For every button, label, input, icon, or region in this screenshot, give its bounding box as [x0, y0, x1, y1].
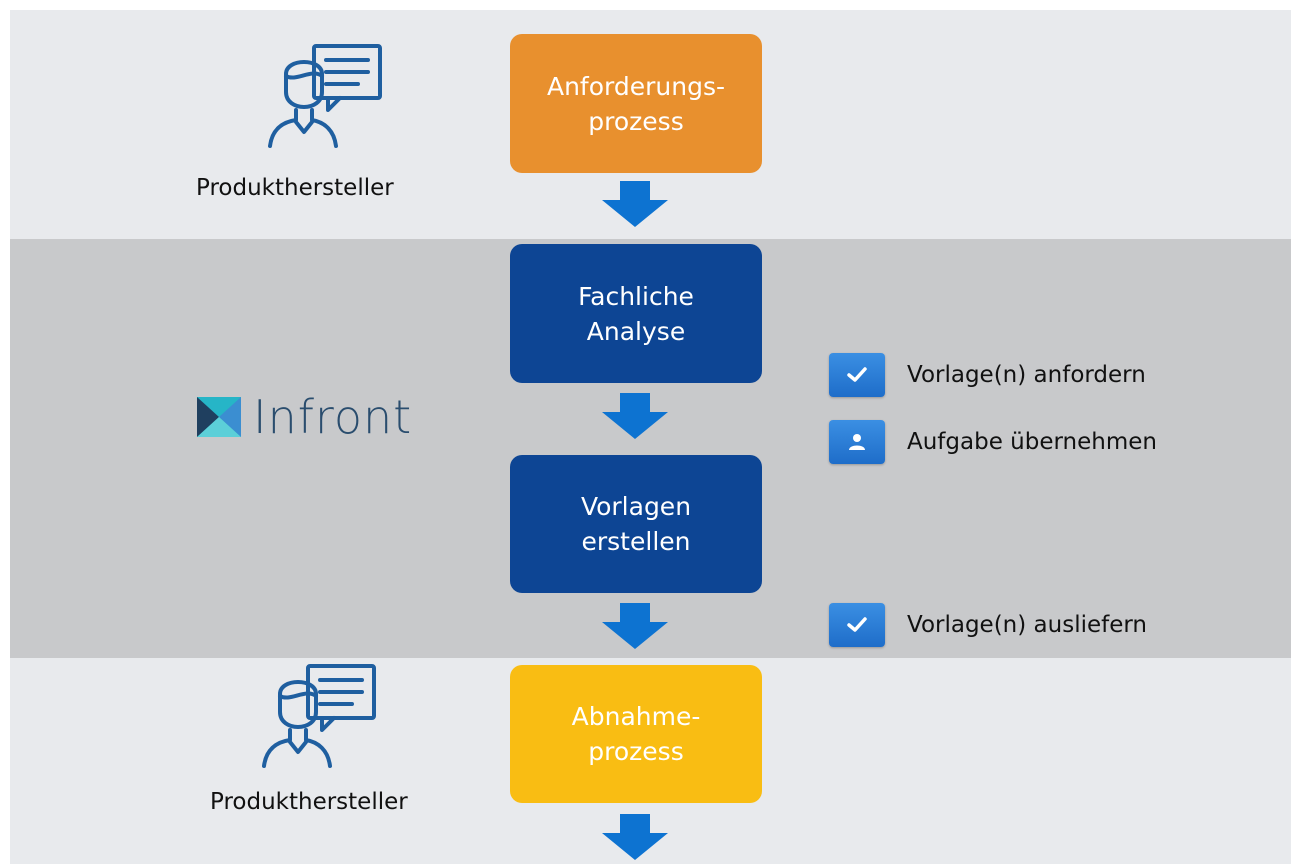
infront-logo-mark: [195, 393, 243, 441]
user-icon: [829, 420, 885, 464]
step-vorlagen-erstellen: Vorlagen erstellen: [510, 455, 762, 593]
arrow-down-icon: [602, 603, 668, 649]
task-vorlage-anfordern: Vorlage(n) anfordern: [829, 353, 1146, 397]
checkmark-icon: [829, 353, 885, 397]
person-speech-bubble-icon: [256, 662, 386, 772]
person-speech-bubble-icon: [262, 42, 392, 152]
task-label: Vorlage(n) anfordern: [907, 362, 1146, 388]
arrow-down-icon: [602, 181, 668, 227]
task-aufgabe-uebernehmen: Aufgabe übernehmen: [829, 420, 1157, 464]
actor-label-bottom: Produkthersteller: [210, 789, 408, 815]
step-anforderungsprozess: Anforderungs- prozess: [510, 34, 762, 173]
arrow-down-icon: [602, 393, 668, 439]
step-abnahmeprozess: Abnahme- prozess: [510, 665, 762, 803]
actor-label-top: Produkthersteller: [196, 175, 394, 201]
infront-logo: Infront: [195, 387, 412, 447]
task-vorlage-ausliefern: Vorlage(n) ausliefern: [829, 603, 1147, 647]
task-label: Aufgabe übernehmen: [907, 429, 1157, 455]
infront-logo-text: Infront: [253, 390, 413, 444]
checkmark-icon: [829, 603, 885, 647]
step-fachliche-analyse: Fachliche Analyse: [510, 244, 762, 383]
task-label: Vorlage(n) ausliefern: [907, 612, 1148, 638]
arrow-down-icon: [602, 814, 668, 860]
